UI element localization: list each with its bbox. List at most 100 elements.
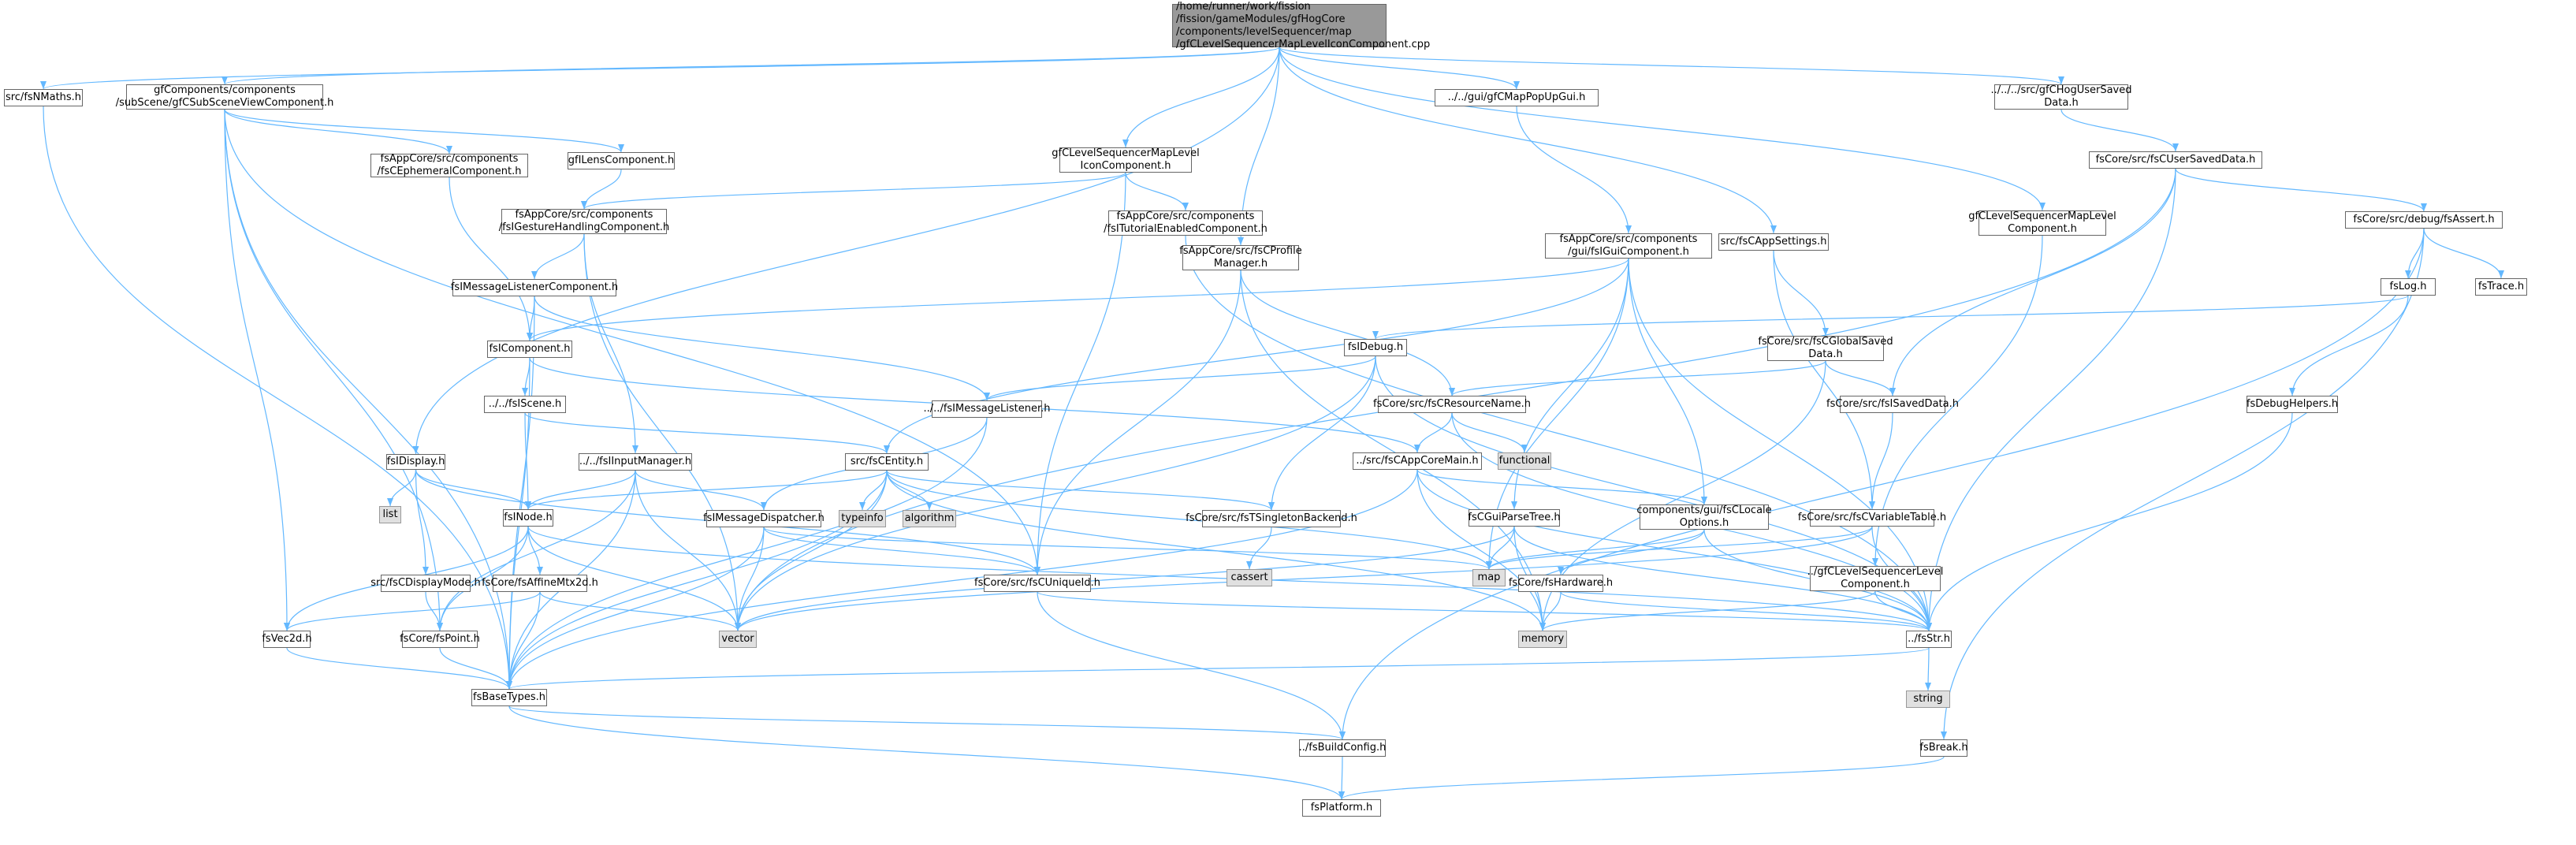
node-label-line: /fsIGestureHandlingComponent.h — [498, 221, 670, 233]
node-lens[interactable]: gfILensComponent.h — [568, 152, 675, 169]
edge-msglistener-to-basetypes — [506, 417, 988, 690]
edge-guicomp-to-centity — [884, 258, 1629, 454]
edge-resname-to-functional — [1451, 412, 1528, 453]
node-msgdispatcher[interactable]: fsIMessageDispatcher.h — [703, 510, 825, 527]
edge-gesture-to-vector — [583, 233, 741, 631]
node-affine[interactable]: fsCore/fsAffineMtx2d.h — [482, 575, 598, 592]
node-fsicomp[interactable]: fsIComponent.h — [487, 341, 572, 358]
node-basetypes[interactable]: fsBaseTypes.h — [471, 689, 547, 706]
node-label-line: fsBreak.h — [1919, 742, 1968, 754]
node-fsstr[interactable]: ../fsStr.h — [1906, 631, 1952, 648]
node-tutorial[interactable]: fsAppCore/src/components/fsITutorialEnab… — [1104, 210, 1268, 236]
edge-vartable-to-vector — [735, 526, 1873, 631]
node-label-line: typeinfo — [841, 512, 884, 524]
node-vec2d[interactable]: fsVec2d.h — [262, 631, 312, 648]
node-label-line: algorithm — [904, 512, 955, 524]
edge-fsidebug-to-msglistener — [984, 355, 1376, 401]
edge-mappopup-to-guicomp — [1516, 106, 1632, 234]
node-guiparse[interactable]: fsCGuiParseTree.h — [1468, 509, 1561, 527]
node-fsbreak[interactable]: fsBreak.h — [1919, 739, 1968, 757]
node-singleton[interactable]: fsCore/src/fsTSingletonBackend.h — [1186, 510, 1357, 527]
node-platform[interactable]: fsPlatform.h — [1302, 799, 1381, 817]
node-vartable[interactable]: fsCore/src/fsCVariableTable.h — [1798, 509, 1946, 527]
node-fsnmaths[interactable]: src/fsNMaths.h — [4, 89, 83, 106]
node-mappopup[interactable]: ../../gui/gfCMapPopUpGui.h — [1435, 89, 1599, 106]
node-msglistcomp[interactable]: fsIMessageListenerComponent.h — [451, 279, 618, 296]
node-uniqueid[interactable]: fsCore/src/fsCUniqueId.h — [974, 575, 1100, 592]
node-cassert[interactable]: cassert — [1227, 569, 1272, 586]
node-fslog[interactable]: fsLog.h — [2381, 278, 2436, 296]
node-ephemeral[interactable]: fsAppCore/src/components/fsCEphemeralCom… — [370, 153, 528, 177]
edge-resname-to-coremain — [1414, 412, 1453, 453]
node-point[interactable]: fsCore/fsPoint.h — [400, 631, 480, 648]
edge-affine-to-vector — [539, 591, 741, 631]
node-memory[interactable]: memory — [1518, 631, 1567, 648]
edge-globalsaved-to-resname — [1449, 360, 1826, 396]
node-label-line: fsCore/src/fsCUserSavedData.h — [2095, 154, 2256, 166]
node-coremain[interactable]: ../src/fsCAppCoreMain.h — [1353, 452, 1482, 470]
node-resname[interactable]: fsCore/src/fsCResourceName.h — [1373, 396, 1531, 413]
edge-guicomp-to-fsstr — [1628, 258, 1932, 631]
node-list[interactable]: list — [379, 506, 401, 523]
edge-display-to-displaymode — [415, 469, 429, 575]
edge-basetypes-to-platform — [508, 705, 1345, 800]
node-usersaved[interactable]: fsCore/src/fsCUserSavedData.h — [2089, 151, 2262, 169]
node-isaveddata[interactable]: fsCore/src/fsISavedData.h — [1826, 396, 1959, 413]
edge-subscene-to-vec2d — [224, 109, 290, 631]
edge-root-to-fsnmaths — [40, 47, 1280, 90]
node-hardware[interactable]: fsCore/fsHardware.h — [1509, 575, 1613, 592]
node-subscene[interactable]: gfComponents/components/subScene/gfCSubS… — [116, 84, 333, 110]
node-label-line: Component.h — [2008, 223, 2077, 235]
edge-fsinode-to-vector — [527, 526, 741, 631]
node-functional[interactable]: functional — [1498, 452, 1551, 470]
node-debughelpers[interactable]: fsDebugHelpers.h — [2247, 396, 2338, 413]
node-guicomp[interactable]: fsAppCore/src/components/gui/fsIGuiCompo… — [1545, 233, 1712, 259]
edge-display-to-list — [387, 469, 417, 507]
node-fsidebug[interactable]: fsIDebug.h — [1344, 339, 1407, 356]
node-label-line: /components/levelSequencer/map — [1176, 25, 1352, 38]
node-display[interactable]: fsIDisplay.h — [386, 454, 445, 470]
edge-localeopts-to-hardware — [1558, 529, 1705, 575]
node-fsinode[interactable]: fsINode.h — [503, 509, 553, 527]
node-fsassert[interactable]: fsCore/src/debug/fsAssert.h — [2345, 211, 2503, 229]
node-algorithm[interactable]: algorithm — [903, 510, 956, 527]
node-gesture[interactable]: fsAppCore/src/components/fsIGestureHandl… — [498, 209, 670, 234]
node-root[interactable]: /home/runner/work/fission/fission/gameMo… — [1172, 1, 1430, 50]
node-centity[interactable]: src/fsCEntity.h — [845, 453, 929, 471]
node-label-line: fsCore/src/fsCResourceName.h — [1373, 398, 1531, 410]
edge-vartable-to-map — [1486, 526, 1873, 570]
edge-fsstr-to-basetypes — [506, 647, 1930, 690]
edge-usersaved-to-fsassert — [2175, 168, 2427, 212]
node-inputmgr[interactable]: ../../fsIInputManager.h — [579, 453, 692, 471]
edge-ephemeral-to-fsicomp — [449, 177, 533, 341]
node-buildconfig[interactable]: ../fsBuildConfig.h — [1299, 739, 1386, 757]
edge-root-to-maplevelcomp — [1279, 47, 2046, 211]
node-label-line: fsCore/fsPoint.h — [400, 633, 480, 645]
edge-centity-to-fsinode — [525, 470, 888, 510]
node-label-line: fsCore/fsAffineMtx2d.h — [482, 577, 598, 589]
node-appsettings[interactable]: src/fsCAppSettings.h — [1718, 233, 1829, 251]
node-displaymode[interactable]: src/fsCDisplayMode.h — [370, 575, 481, 592]
node-label-line: fsAppCore/src/components — [515, 209, 653, 221]
node-map[interactable]: map — [1472, 569, 1506, 586]
node-label-line: fsCore/src/fsCUniqueId.h — [974, 577, 1100, 589]
edge-guicomp-to-localeopts — [1628, 258, 1707, 505]
node-string[interactable]: string — [1906, 691, 1950, 708]
edge-root-to-subscene — [221, 47, 1280, 85]
node-typeinfo[interactable]: typeinfo — [839, 510, 886, 527]
node-fstrace[interactable]: fsTrace.h — [2475, 278, 2527, 296]
node-vector[interactable]: vector — [719, 631, 757, 648]
node-iscene[interactable]: ../../fsIScene.h — [484, 396, 566, 413]
edge-gesture-to-inputmgr — [583, 233, 638, 454]
node-msglistener[interactable]: ../../fsIMessageListener.h — [924, 400, 1050, 418]
node-label-line: fsAppCore/src/fsCProfile — [1179, 245, 1302, 257]
node-label-line: gfCLevelSequencerMapLevel — [1968, 210, 2116, 222]
edge-vec2d-to-basetypes — [286, 647, 512, 690]
